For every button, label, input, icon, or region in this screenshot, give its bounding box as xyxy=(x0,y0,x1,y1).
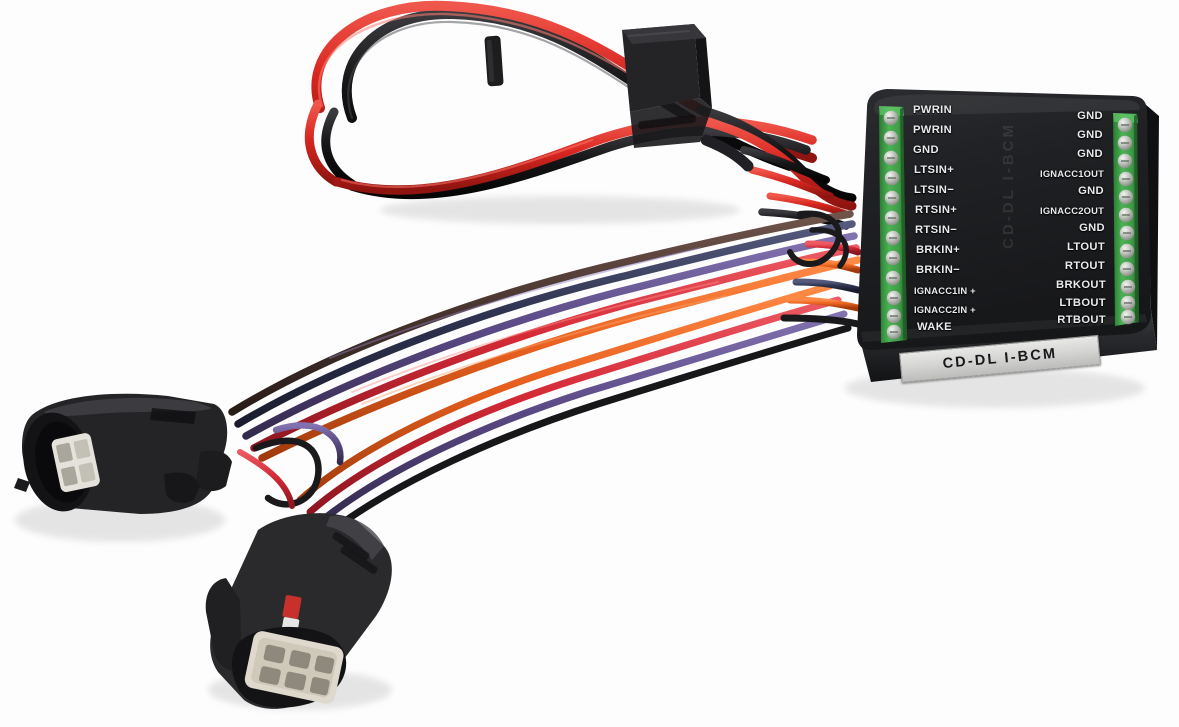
terminal-label-left-9: IGNACC1IN + xyxy=(914,285,976,296)
terminal-screws-right xyxy=(1117,117,1136,325)
inline-fuse-holder xyxy=(622,24,712,148)
terminal-label-right-7: LTOUT xyxy=(1067,241,1105,253)
terminal-label-left-0: PWRIN xyxy=(913,104,953,116)
terminal-label-right-8: RTOUT xyxy=(1064,260,1105,272)
terminal-label-right-0: GND xyxy=(1077,110,1103,122)
connector-upper xyxy=(14,393,232,514)
terminal-label-left-3: LTSIN+ xyxy=(914,164,955,176)
terminal-screws-left xyxy=(883,110,902,340)
interface-module: CD-DL I-BCM PWRIN PWRIN GND LTSIN+ LTSIN… xyxy=(845,82,1165,392)
terminal-label-right-11: RTBOUT xyxy=(1057,314,1106,326)
terminal-label-right-2: GND xyxy=(1077,148,1103,160)
terminal-label-left-7: BRKIN+ xyxy=(916,244,961,256)
connector-lower xyxy=(205,513,392,709)
terminal-label-right-5: IGNACC2OUT xyxy=(1040,205,1104,216)
terminal-label-left-2: GND xyxy=(913,144,939,156)
cable-zip-tie xyxy=(484,35,504,87)
terminal-label-left-6: RTSIN− xyxy=(915,224,958,236)
terminal-label-left-11: WAKE xyxy=(917,321,952,333)
terminal-label-left-1: PWRIN xyxy=(913,124,953,136)
terminal-label-right-1: GND xyxy=(1077,129,1103,141)
terminal-label-left-5: RTSIN+ xyxy=(915,204,958,216)
terminal-label-left-10: IGNACC2IN + xyxy=(914,304,976,315)
terminal-label-right-6: GND xyxy=(1079,222,1105,234)
terminal-label-left-8: BRKIN− xyxy=(916,264,961,276)
terminal-label-left-4: LTSIN− xyxy=(914,184,955,196)
terminal-label-right-4: GND xyxy=(1078,185,1104,197)
terminal-label-right-10: LTBOUT xyxy=(1059,297,1106,309)
terminal-label-right-3: IGNACC1OUT xyxy=(1040,168,1104,179)
terminal-label-right-9: BRKOUT xyxy=(1056,279,1106,291)
